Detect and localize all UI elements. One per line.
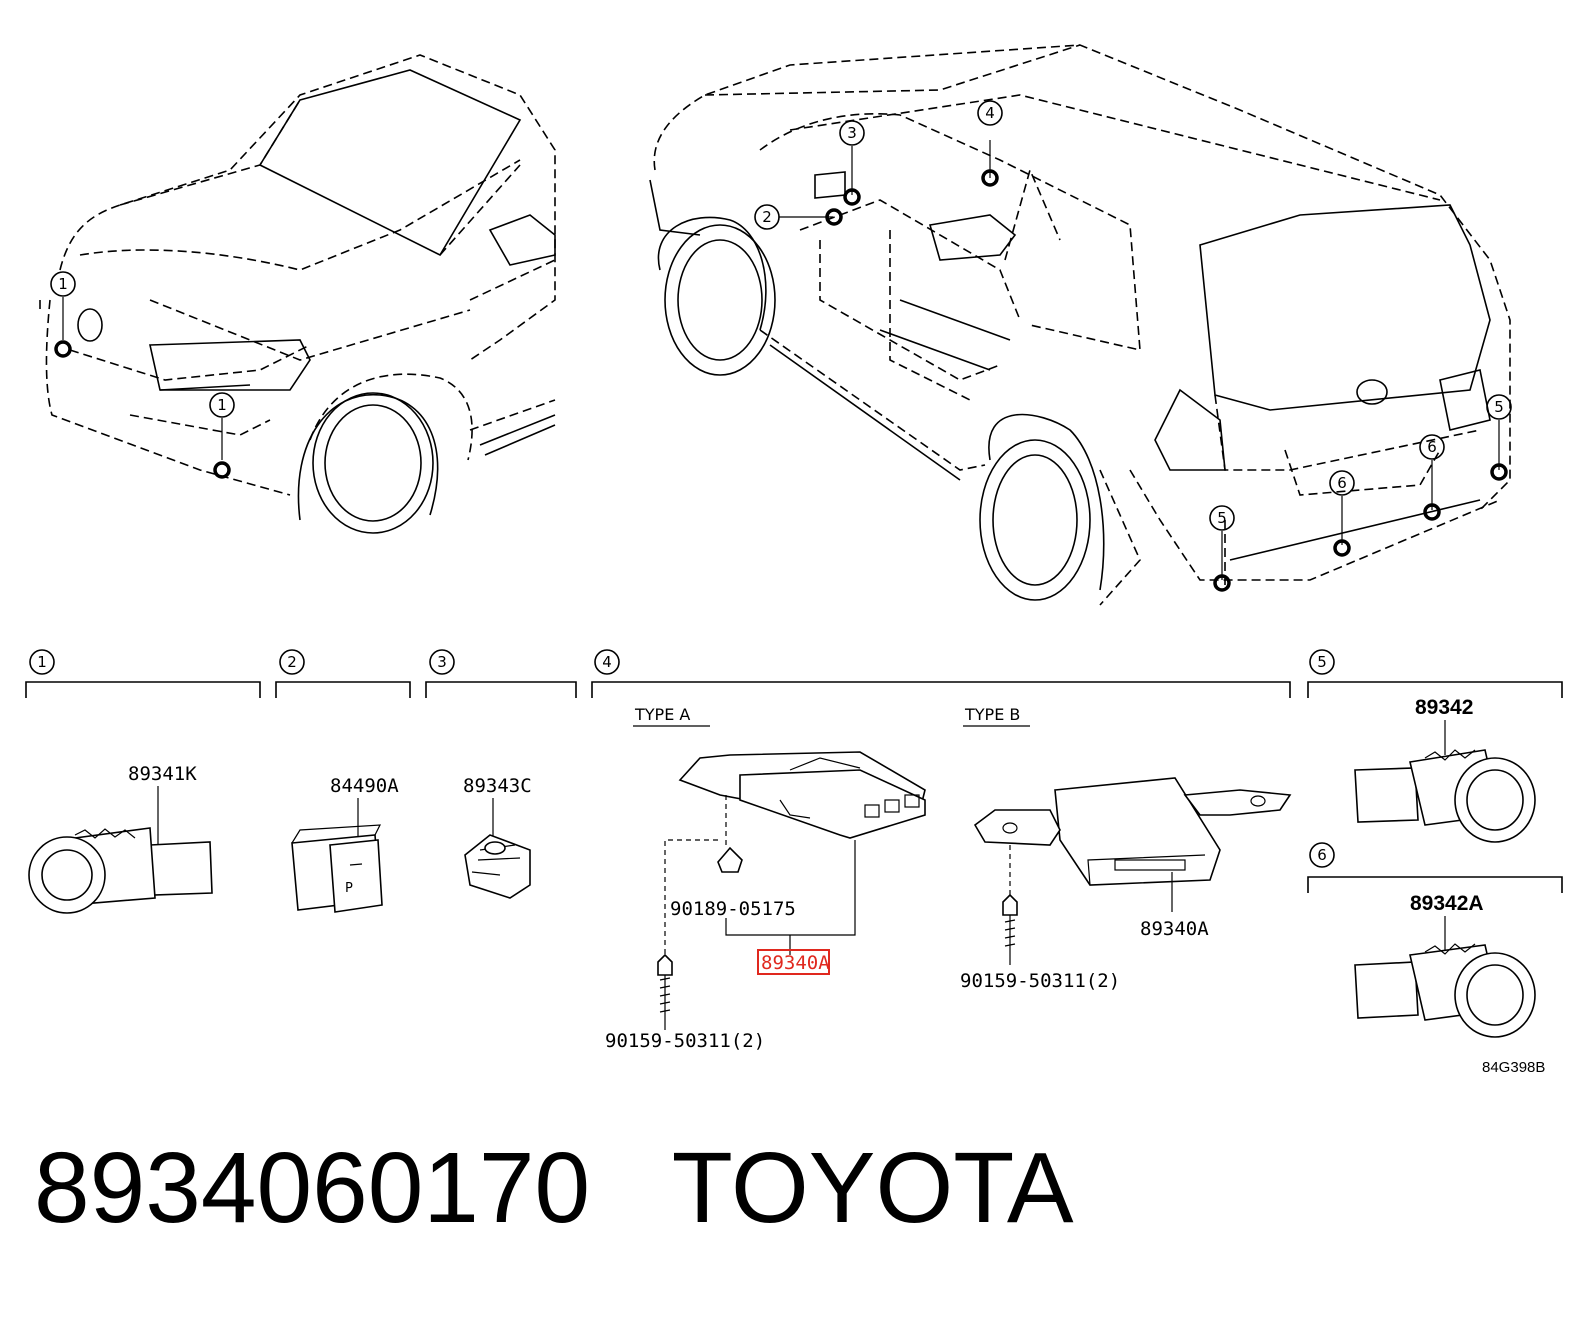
part-label-89342A: 89342A (1410, 892, 1484, 915)
part-number: 8934060170 (34, 1132, 591, 1244)
svg-text:3: 3 (847, 124, 857, 142)
part-label-89343C: 89343C (463, 775, 532, 797)
svg-text:P: P (345, 881, 353, 896)
section-headers: 1 2 3 4 5 6 (25, 649, 1563, 893)
svg-text:4: 4 (985, 104, 995, 122)
part-label-90189-05175: 90189-05175 (670, 898, 796, 920)
callout-1-upper: 1 (50, 271, 76, 358)
callout-2: 2 (754, 204, 843, 230)
callout-3: 3 (839, 120, 865, 206)
part-label-90159-50311-type-b: 90159-50311(2) (960, 970, 1120, 992)
type-a-label: TYPE A (634, 705, 690, 724)
svg-text:2: 2 (287, 653, 297, 671)
callout-4: 4 (977, 100, 1003, 187)
part-label-84490A: 84490A (330, 775, 399, 797)
highlight-box (757, 949, 830, 975)
section-1-header: 1 (25, 649, 261, 698)
svg-text:4: 4 (602, 653, 612, 671)
part-label-89342: 89342 (1415, 696, 1473, 719)
svg-text:1: 1 (37, 653, 47, 671)
callout-5-right: 5 (1486, 394, 1512, 481)
svg-text:3: 3 (437, 653, 447, 671)
svg-text:1: 1 (217, 396, 227, 414)
callout-6-left: 6 (1329, 470, 1355, 557)
svg-text:5: 5 (1317, 653, 1327, 671)
svg-text:5: 5 (1494, 398, 1504, 416)
svg-text:6: 6 (1427, 438, 1437, 456)
callout-1-lower: 1 (209, 392, 235, 479)
front-vehicle-illustration (39, 54, 556, 534)
brand-name: TOYOTA (671, 1132, 1074, 1244)
svg-text:5: 5 (1217, 509, 1227, 527)
section-5-header: 5 (1307, 649, 1563, 698)
section-2-switch: 84490A P (291, 775, 399, 913)
section-3-sensor: 89343C (463, 775, 532, 899)
vehicle-callouts: 1 1 2 3 4 5 6 6 5 (50, 100, 1512, 592)
diagram-reference-code: 84G398B (1482, 1059, 1545, 1076)
svg-text:6: 6 (1317, 846, 1327, 864)
part-label-89340A-type-a: 89340A (761, 952, 830, 974)
section-4-header: 4 (591, 649, 1291, 698)
section-4-type-a: TYPE A 90189-05175 89340A 90159-50311(2) (605, 705, 926, 1052)
callout-5-left: 5 (1209, 505, 1235, 592)
part-title: 8934060170 TOYOTA (34, 1138, 1074, 1238)
section-4-type-b: TYPE B 90159-50311(2) 89340A (960, 705, 1292, 992)
svg-text:2: 2 (762, 208, 772, 226)
section-1-sensor: 89341K (28, 763, 213, 914)
type-b-label: TYPE B (964, 705, 1020, 724)
svg-text:1: 1 (58, 275, 68, 293)
section-3-header: 3 (425, 649, 577, 698)
section-6-sensor: 89342A (1354, 892, 1536, 1038)
part-label-90159-50311-type-a: 90159-50311(2) (605, 1030, 765, 1052)
section-6-header: 6 (1307, 842, 1563, 893)
callout-6-right: 6 (1419, 434, 1445, 521)
part-label-89341K: 89341K (128, 763, 197, 785)
section-2-header: 2 (275, 649, 411, 698)
section-5-sensor: 89342 (1354, 696, 1536, 843)
rear-vehicle-illustration (649, 44, 1511, 606)
part-label-89340A-type-b: 89340A (1140, 918, 1209, 940)
svg-text:6: 6 (1337, 474, 1347, 492)
